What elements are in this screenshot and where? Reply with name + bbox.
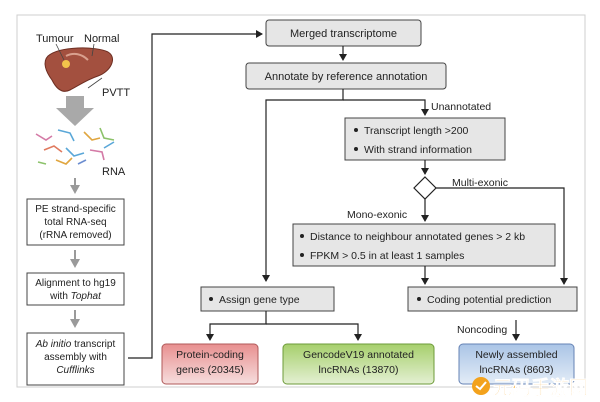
step-align-box: [26, 272, 125, 306]
step-assembly-line-1: Ab initio transcript: [35, 339, 116, 350]
coding-potential-label: Coding potential prediction: [427, 294, 551, 306]
bullet-icon: [209, 297, 213, 301]
annotate-box: [245, 62, 447, 90]
arrow-annotate-to-unannotated: [343, 99, 429, 116]
mono-filter-box: [292, 223, 556, 267]
step-seq-line-2: total RNA-seq: [44, 217, 106, 228]
gencode-lncrna-box: [282, 343, 435, 385]
protein-coding-box: [161, 343, 259, 385]
mono-exonic-label: Mono-exonic: [347, 209, 407, 221]
rna-fragments-icon: [35, 127, 115, 165]
bullet-icon: [417, 297, 421, 301]
bullet-icon: [354, 128, 358, 132]
figure-frame: [16, 14, 586, 388]
liver-icon: [44, 43, 113, 92]
normal-label: Normal: [84, 33, 119, 45]
watermark: 元码手游网: [472, 376, 588, 399]
step-align-line-2: with Tophat: [49, 291, 102, 302]
step-assembly-box: [26, 332, 125, 386]
assign-gene-type-label: Assign gene type: [219, 294, 300, 306]
new-lncrna-count: lncRNAs (8603): [479, 364, 553, 376]
merged-transcriptome-label: Merged transcriptome: [290, 28, 397, 40]
step-align-line-1: Alignment to hg19: [35, 278, 116, 289]
connector-assembly-to-merged: [128, 30, 263, 359]
rna-label: RNA: [102, 166, 126, 178]
tumour-label: Tumour: [36, 33, 74, 45]
filter-strand-label: With strand information: [364, 144, 472, 156]
annotate-label: Annotate by reference annotation: [265, 71, 428, 83]
pvtt-label: PVTT: [102, 87, 130, 99]
step-seq-line-1: PE strand-specific: [35, 204, 116, 215]
mono-fpkm-label: FPKM > 0.5 in at least 1 samples: [310, 250, 464, 262]
arrow-assign-to-gencode: [266, 323, 362, 341]
step-seq-line-3: (rRNA removed): [39, 230, 111, 241]
bullet-icon: [300, 234, 304, 238]
unannotated-label: Unannotated: [431, 101, 491, 113]
bullet-icon: [354, 147, 358, 151]
noncoding-label: Noncoding: [457, 324, 507, 336]
step-seq-box: [26, 198, 125, 246]
gencode-lncrna-count: lncRNAs (13870): [319, 364, 399, 376]
multi-exonic-label: Multi-exonic: [452, 177, 508, 189]
arrow-assign-to-protein: [206, 311, 267, 341]
watermark-text: 元码手游网: [493, 376, 588, 399]
bullet-icon: [300, 253, 304, 257]
big-down-arrow-icon: [56, 96, 94, 126]
arrow-annotate-to-assign: [262, 89, 344, 282]
new-lncrna-box: [458, 343, 575, 385]
protein-coding-count: genes (20345): [176, 364, 244, 376]
new-lncrna-title: Newly assembled: [475, 349, 557, 361]
step-assembly-line-2: assembly with: [44, 352, 107, 363]
mono-distance-label: Distance to neighbour annotated genes > …: [310, 231, 525, 243]
step-assembly-line-3: Cufflinks: [56, 365, 94, 376]
coding-potential-box: [407, 286, 578, 312]
filter-length-label: Transcript length >200: [364, 125, 469, 137]
gencode-lncrna-title: GencodeV19 annotated: [303, 349, 414, 361]
assign-gene-type-box: [200, 286, 335, 312]
watermark-logo-icon: [472, 377, 490, 395]
arrow-multi-exonic-to-coding: [436, 187, 568, 285]
protein-coding-title: Protein-coding: [176, 349, 244, 361]
exon-decision-diamond: [413, 176, 437, 200]
